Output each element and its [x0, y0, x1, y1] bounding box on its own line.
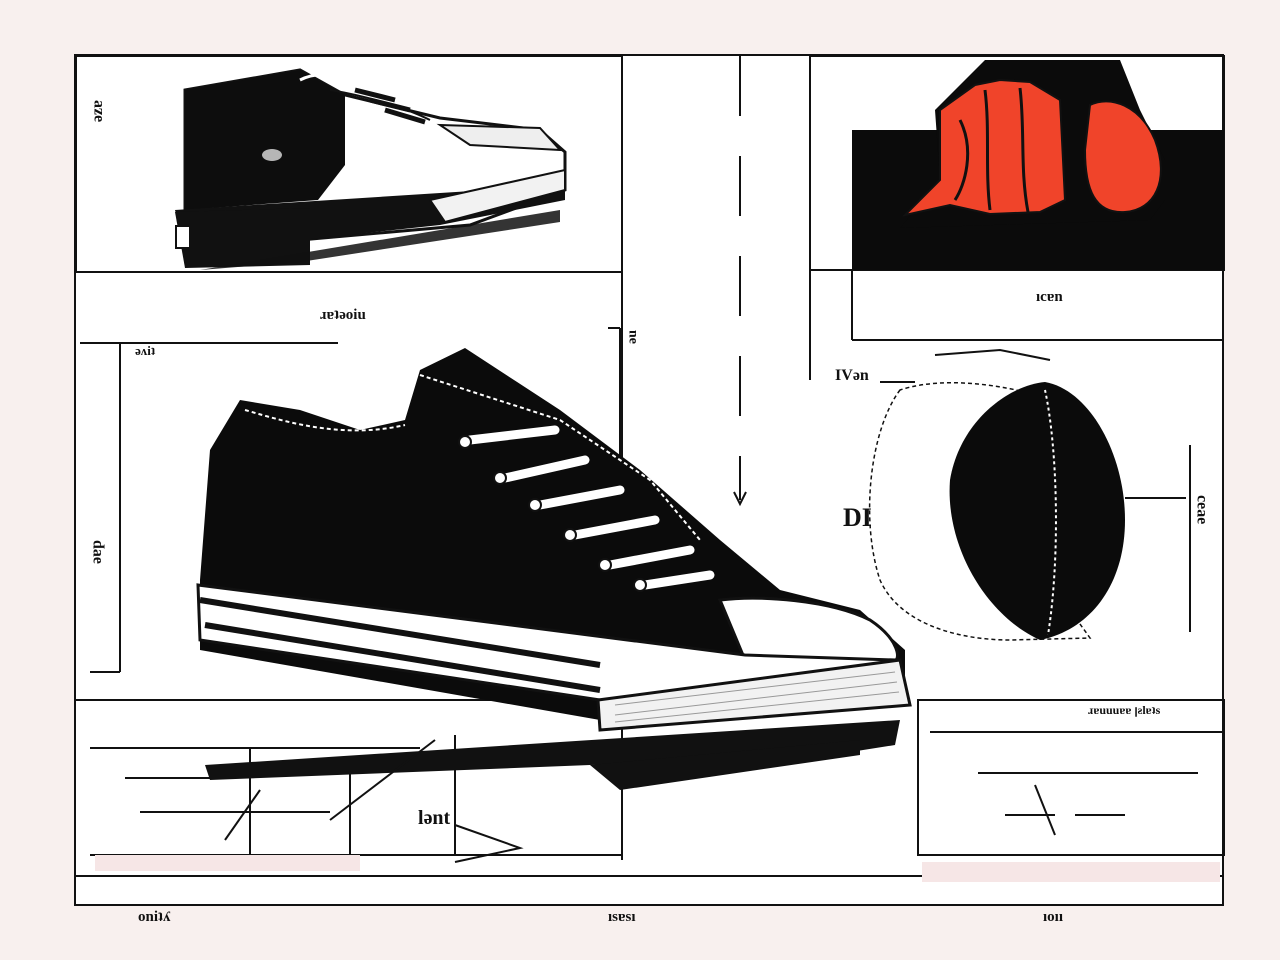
red-fabric-icon [852, 60, 1224, 270]
footer-right: ıoıı [1043, 909, 1064, 925]
panel-frames [75, 55, 1225, 877]
sneaker-hero-icon [196, 348, 912, 790]
toe-cap-icon [868, 348, 1191, 641]
label-bottom-right-caption: ɹɐuuuɐɐ ꞁƨlɐʇs [1088, 703, 1161, 717]
label-left-vertical-mid: ǝɐp [88, 540, 105, 564]
label-right-icon: ıcɐn [1036, 289, 1063, 305]
label-panel-left-top: ɹɐʇǝoiu [320, 307, 366, 323]
label-right-vertical: ǝɐǝɔ [1192, 495, 1209, 525]
footer-center: ısɐsı [608, 909, 636, 925]
label-left-upper-small: ǝʌiʇ [135, 343, 156, 358]
label-bottom-center: lǝnt [418, 807, 451, 829]
label-center-vertical: ǝu [625, 330, 640, 344]
pink-bar-left [95, 855, 360, 871]
label-top-left-vertical: ǝzɐ [89, 100, 106, 123]
label-right-mid-small: IVǝn [835, 367, 869, 384]
pink-bar-right [922, 862, 1220, 882]
label-right-big: DI [843, 503, 872, 532]
footer-left: oniʇʎ [138, 909, 171, 925]
sketch-lines [90, 731, 1222, 863]
panel-bottom-right-frame [917, 699, 1225, 856]
sneaker-side-icon [175, 68, 567, 270]
